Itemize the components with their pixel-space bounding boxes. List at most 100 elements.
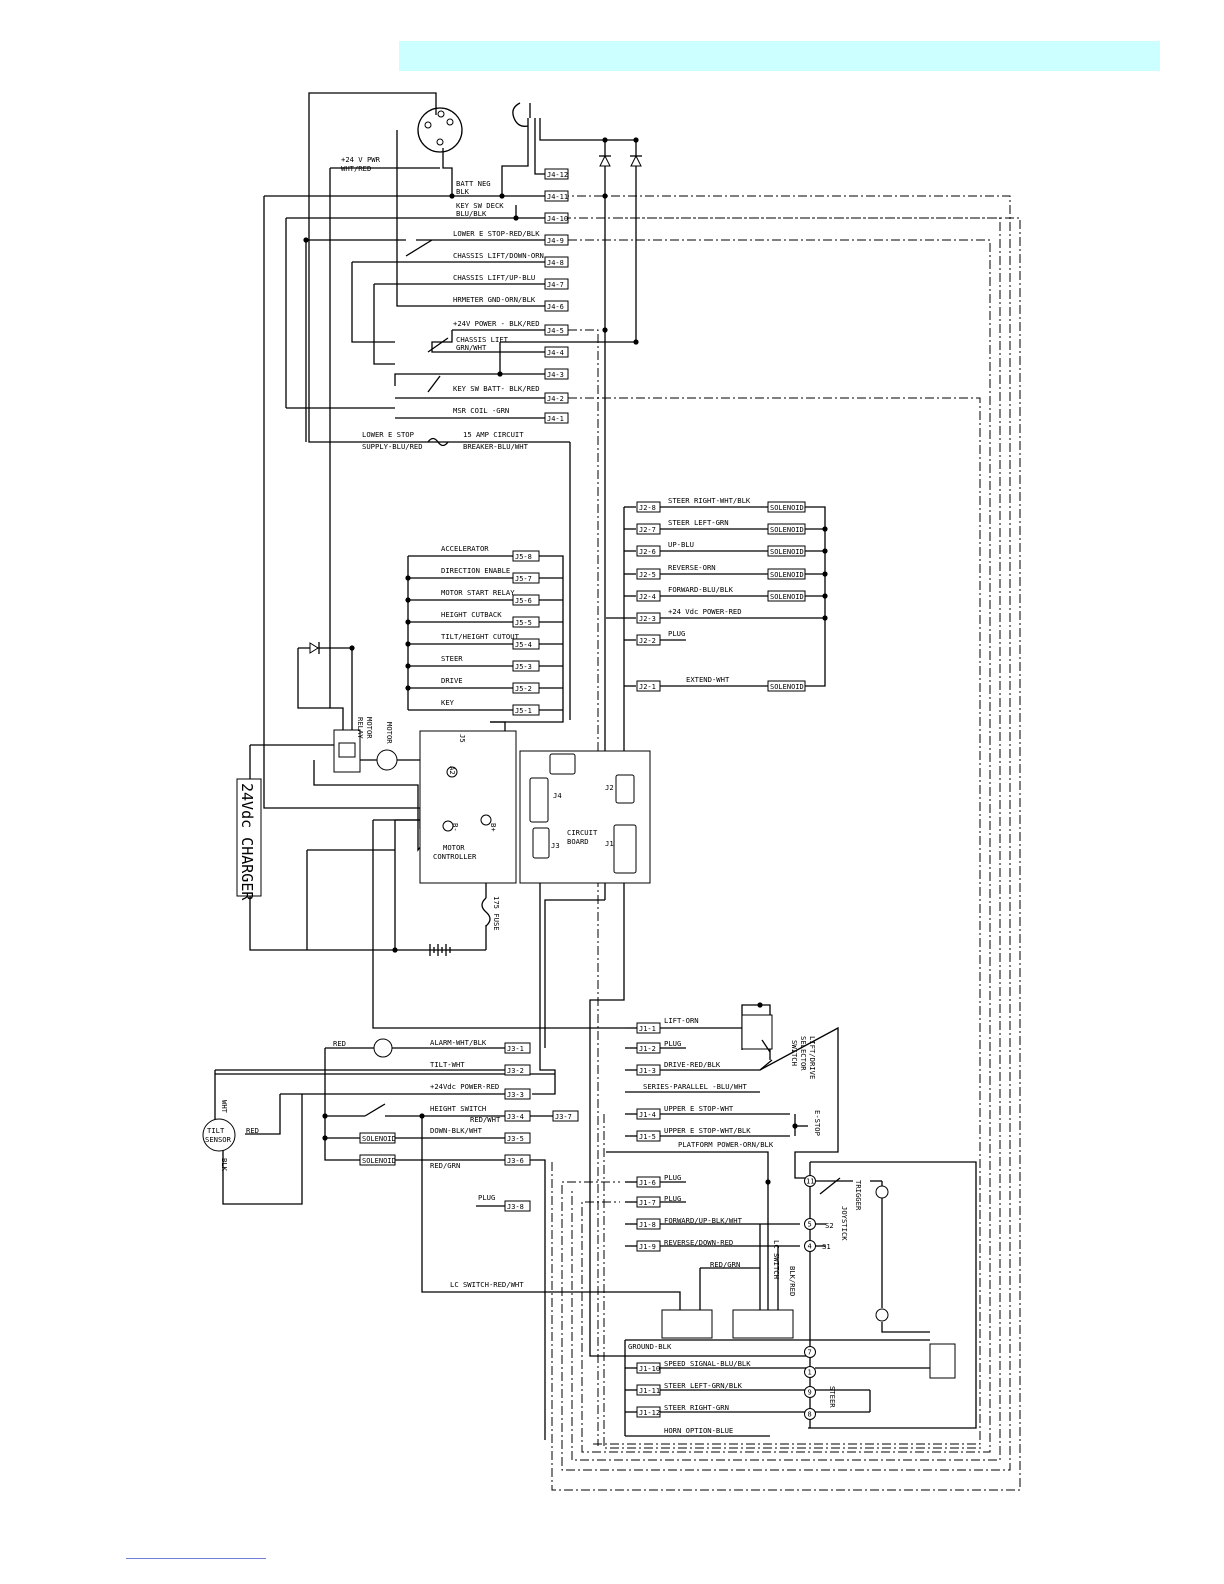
wire-label: UP-BLU bbox=[668, 540, 694, 549]
joystick-label: JOYSTICK bbox=[840, 1206, 849, 1241]
svg-text:5: 5 bbox=[808, 1221, 812, 1229]
joystick-pin: 7 bbox=[805, 1347, 816, 1358]
svg-text:1: 1 bbox=[808, 1369, 812, 1377]
svg-text:J4-5: J4-5 bbox=[547, 327, 564, 335]
s1-label: S1 bbox=[822, 1242, 831, 1251]
wire-label: CHASSIS LIFT/DOWN-ORN bbox=[453, 251, 544, 260]
wire-label: EXTEND-WHT bbox=[686, 675, 730, 684]
svg-text:J2-7: J2-7 bbox=[639, 526, 656, 534]
j1-pin-tag: J1-6 bbox=[637, 1177, 660, 1187]
wire-label: PLUG bbox=[664, 1194, 681, 1203]
header-bar bbox=[399, 41, 1160, 71]
wire-label: PLUG bbox=[478, 1193, 495, 1202]
svg-text:J2-1: J2-1 bbox=[639, 683, 656, 691]
diode-icon bbox=[630, 154, 642, 167]
tilt-sensor bbox=[203, 1119, 235, 1151]
joystick-box bbox=[930, 1344, 955, 1378]
svg-text:J1-3: J1-3 bbox=[639, 1067, 656, 1075]
s2-label: S2 bbox=[825, 1221, 834, 1230]
wire-label: REVERSE/DOWN-RED bbox=[664, 1238, 733, 1247]
wires bbox=[215, 93, 1020, 1490]
svg-text:J5-8: J5-8 bbox=[515, 553, 532, 561]
board-j1-label: J1 bbox=[605, 839, 614, 848]
wire-label: HORN OPTION-BLUE bbox=[664, 1426, 733, 1435]
motor-label: MOTOR bbox=[385, 722, 394, 744]
j5-pin-tag: J5-4 bbox=[513, 639, 539, 649]
j2-pin-tag: J2-7 bbox=[637, 524, 660, 534]
wire-label: UPPER E STOP-WHT/BLK bbox=[664, 1126, 751, 1135]
motor-icon bbox=[377, 750, 397, 770]
lc-switch-label: LC SWITCH bbox=[772, 1240, 781, 1279]
svg-text:SOLENOID: SOLENOID bbox=[770, 571, 804, 579]
diode-icon bbox=[599, 154, 611, 167]
board-connector-j2 bbox=[616, 775, 634, 803]
wire-label: SERIES-PARALLEL -BLU/WHT bbox=[643, 1082, 748, 1091]
svg-text:SOLENOID: SOLENOID bbox=[770, 593, 804, 601]
svg-text:J4-9: J4-9 bbox=[547, 237, 564, 245]
wire-label: FORWARD-BLU/BLK bbox=[668, 585, 734, 594]
wire-label: RED/WHT bbox=[470, 1115, 501, 1124]
fuse-label: 175 FUSE bbox=[492, 896, 501, 931]
joystick-pin: 9 bbox=[805, 1387, 816, 1398]
wire-label: KEY SW BATT- BLK/RED bbox=[453, 384, 540, 393]
board-j3-label: J3 bbox=[551, 841, 560, 850]
wire-label: CHASSIS LIFT bbox=[456, 335, 509, 344]
svg-text:J5-2: J5-2 bbox=[515, 685, 532, 693]
main-fuse-icon bbox=[482, 898, 490, 926]
svg-text:J2-3: J2-3 bbox=[639, 615, 656, 623]
j5-pin-tag: J5-1 bbox=[513, 705, 539, 715]
wire-label: LIFT-ORN bbox=[664, 1016, 699, 1025]
j1-pin-tag: J1-9 bbox=[637, 1241, 660, 1251]
circuit-board-label: BOARD bbox=[567, 837, 589, 846]
solenoid-tag: SOLENOID bbox=[768, 524, 805, 534]
wire-label: CHASSIS LIFT/UP-BLU bbox=[453, 273, 535, 282]
wire-label: HEIGHT CUTBACK bbox=[441, 610, 502, 619]
j3-pin-tag: J3-6 bbox=[505, 1155, 530, 1165]
solenoid-tag: SOLENOID bbox=[362, 1135, 396, 1143]
j2-pin-tag: J2-1 bbox=[637, 681, 660, 691]
battery-icon bbox=[430, 944, 450, 956]
svg-text:J2-4: J2-4 bbox=[639, 593, 656, 601]
wire-label: BLU/BLK bbox=[456, 209, 487, 218]
svg-text:J4-1: J4-1 bbox=[547, 415, 564, 423]
j4-pin-tag: J4-11 bbox=[545, 191, 568, 201]
wire-label: RED bbox=[333, 1039, 346, 1048]
j1-pin-tags: J1-1J1-2J1-3J1-4J1-5J1-6J1-7J1-8J1-9J1-1… bbox=[637, 1023, 660, 1417]
components bbox=[203, 103, 955, 1378]
svg-text:SOLENOID: SOLENOID bbox=[770, 504, 804, 512]
selector-label: SELECTOR bbox=[799, 1036, 808, 1071]
svg-text:J2-2: J2-2 bbox=[639, 637, 656, 645]
j3-pin-tag: J3-3 bbox=[505, 1089, 530, 1099]
wire-label: RED bbox=[246, 1126, 259, 1135]
wire-label: BATT NEG bbox=[456, 179, 491, 188]
wire-label: SPEED SIGNAL-BLU/BLK bbox=[664, 1359, 751, 1368]
wire-label: STEER bbox=[441, 654, 463, 663]
wire-label: LOWER E STOP-RED/BLK bbox=[453, 229, 540, 238]
wire-label: +24 Vdc POWER-RED bbox=[668, 607, 742, 616]
j1-pin-tag: J1-12 bbox=[637, 1407, 660, 1417]
tilt-sensor-label: SENSOR bbox=[205, 1135, 232, 1144]
wire-label: GRN/WHT bbox=[456, 343, 487, 352]
wire-label: UPPER E STOP-WHT bbox=[664, 1104, 734, 1113]
selector-label: LIFT/DRIVE bbox=[808, 1036, 817, 1079]
wire-label: DRIVE-RED/BLK bbox=[664, 1060, 721, 1069]
wire-label: SUPPLY-BLU/RED bbox=[362, 442, 423, 451]
joystick-pin: 8 bbox=[805, 1409, 816, 1420]
j2-pin-tag: J2-3 bbox=[637, 613, 660, 623]
wire-label: +24V POWER - BLK/RED bbox=[453, 319, 540, 328]
j5-pin-tag: J5-3 bbox=[513, 661, 539, 671]
relay-block-left bbox=[662, 1310, 712, 1338]
svg-text:11: 11 bbox=[806, 1178, 814, 1186]
j4-pin-tag: J4-2 bbox=[545, 393, 568, 403]
trigger-label: TRIGGER bbox=[854, 1180, 863, 1211]
svg-text:J4-7: J4-7 bbox=[547, 281, 564, 289]
wire-label: PLUG bbox=[668, 629, 685, 638]
svg-text:J4-4: J4-4 bbox=[547, 349, 564, 357]
j4-pin-tag: J4-3 bbox=[545, 369, 568, 379]
svg-text:J4-2: J4-2 bbox=[547, 395, 564, 403]
wire-label: ACCELERATOR bbox=[441, 544, 489, 553]
svg-text:J1-5: J1-5 bbox=[639, 1133, 656, 1141]
svg-text:8: 8 bbox=[808, 1411, 812, 1419]
